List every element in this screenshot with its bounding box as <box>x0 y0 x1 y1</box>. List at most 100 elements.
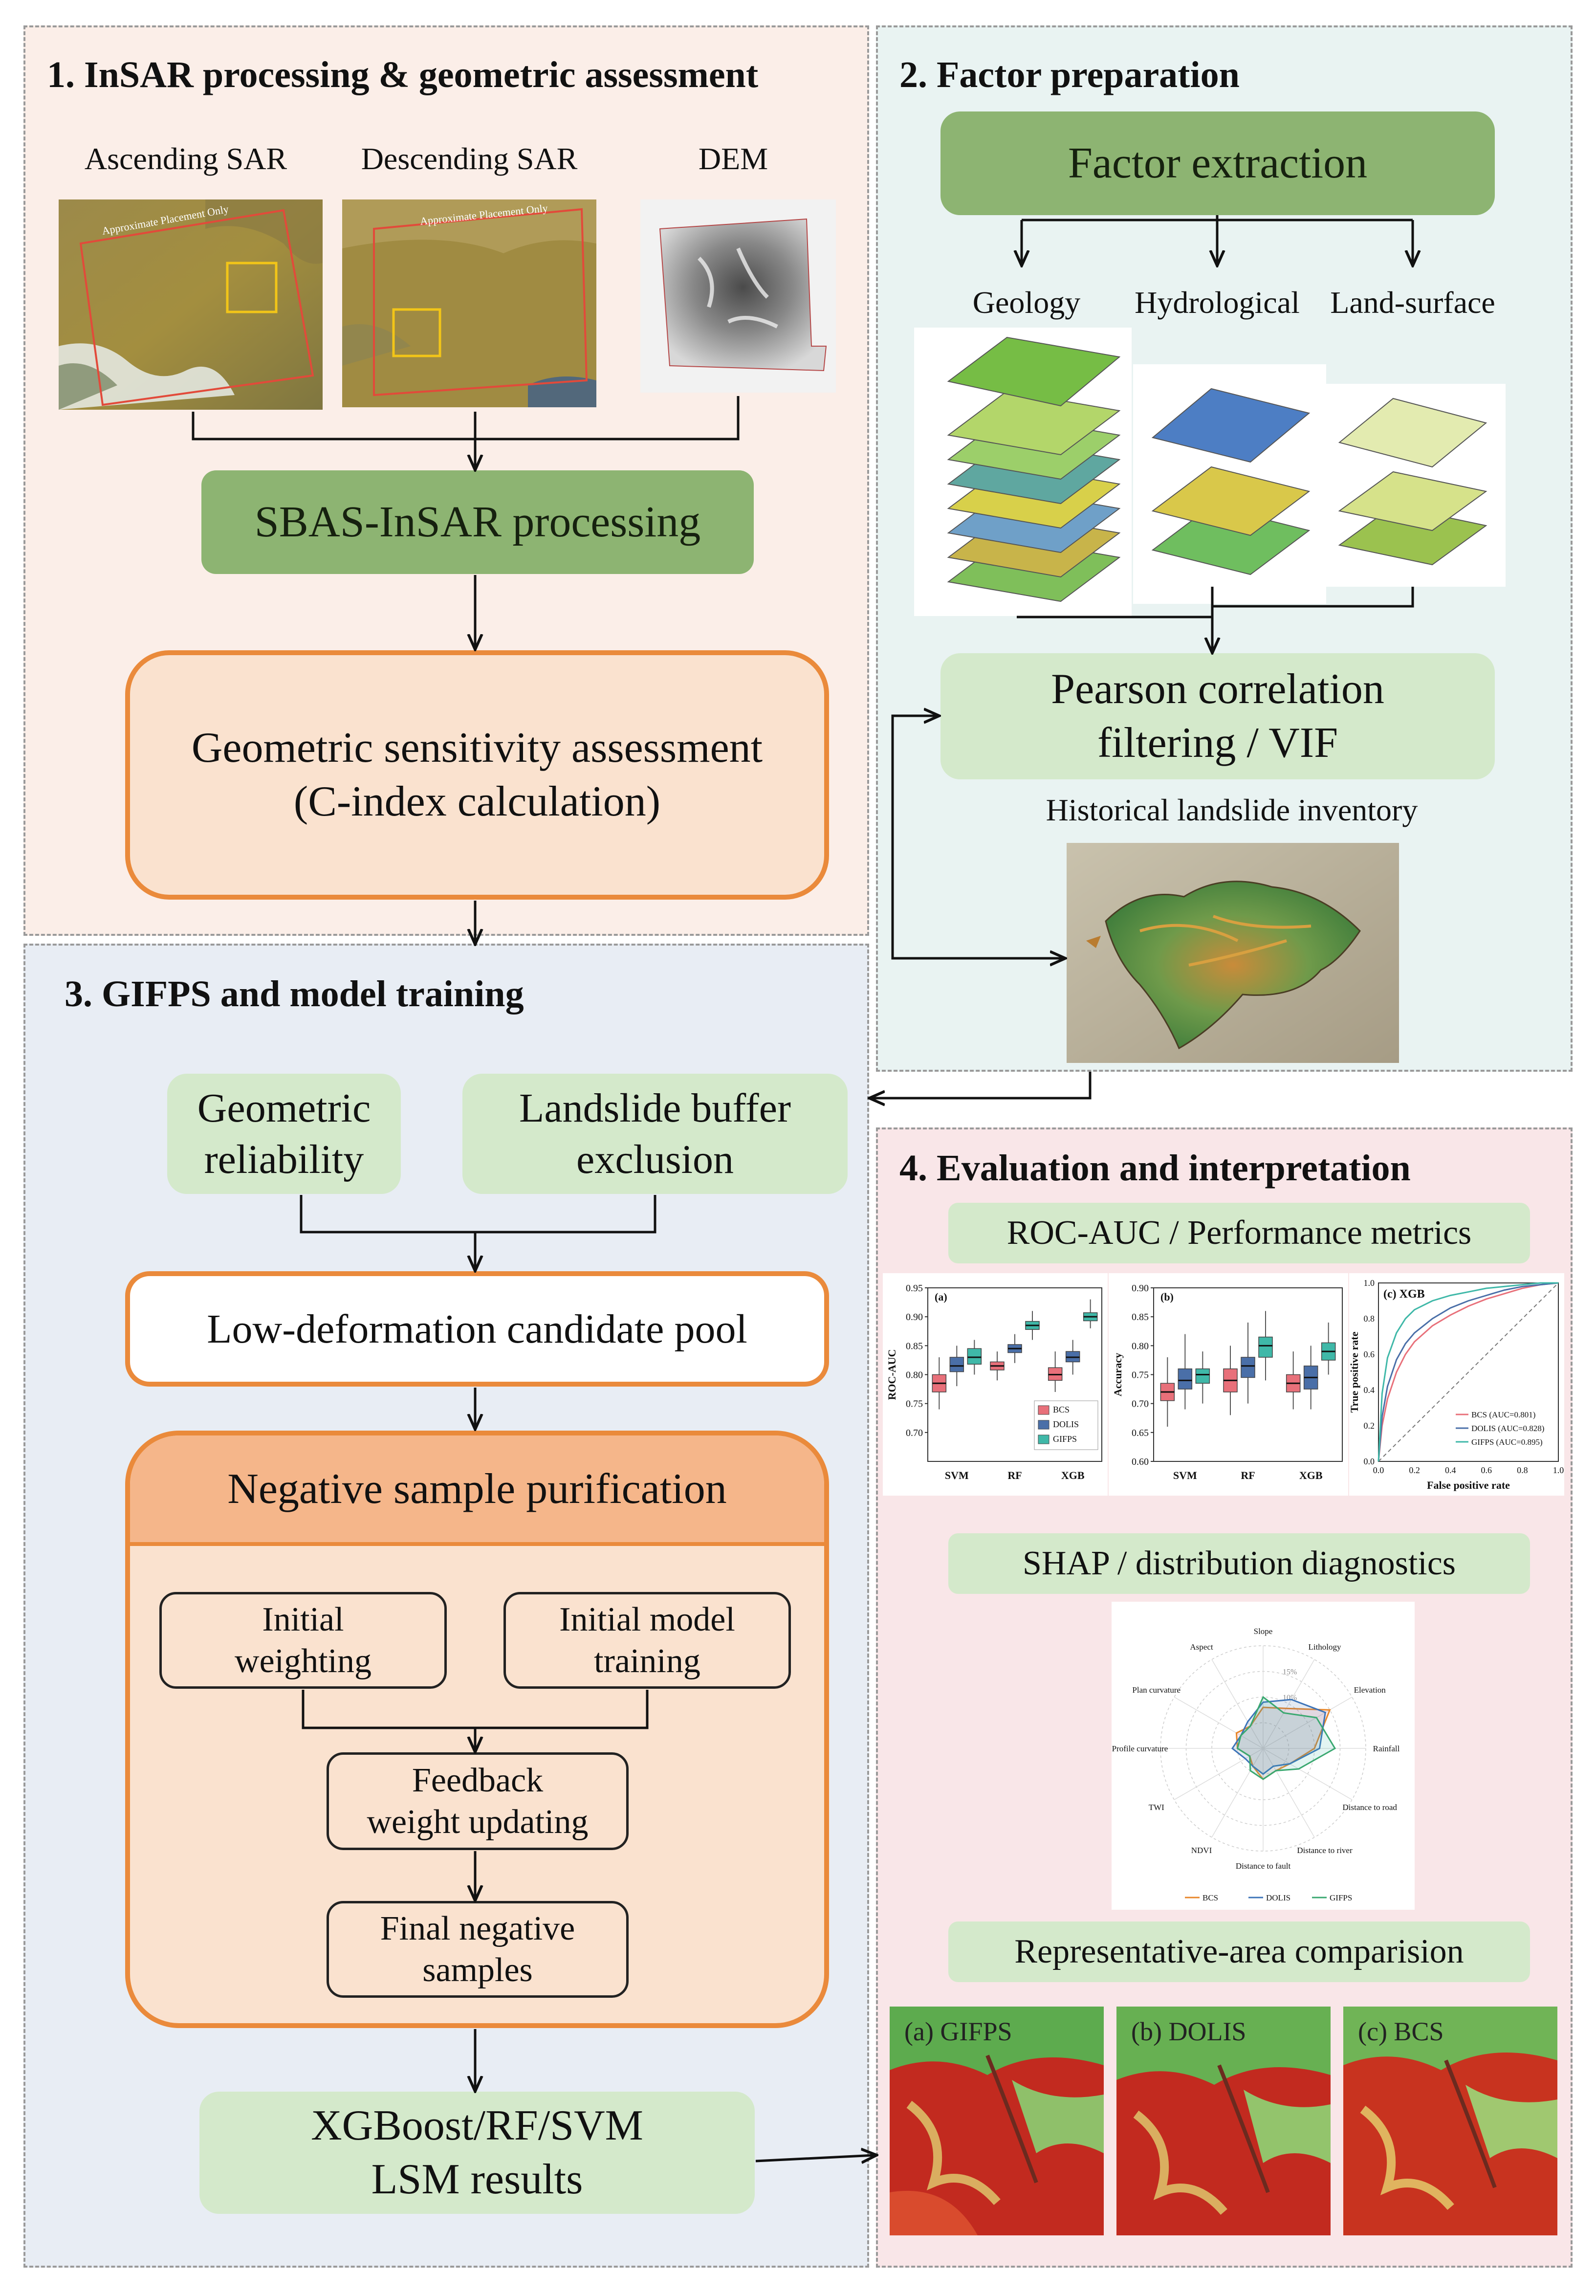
map-dolis-label: (b) DOLIS <box>1131 2017 1246 2046</box>
radar-spoke <box>1211 1748 1264 1838</box>
pearson-line2: filtering / VIF <box>1097 719 1338 767</box>
x-axis-label: False positive rate <box>1427 1479 1510 1491</box>
hydrological-label: Hydrological <box>1135 285 1300 320</box>
radar-axis-label: Distance to river <box>1297 1846 1353 1855</box>
box-dolis <box>949 1357 964 1372</box>
y-tick-label: 0.60 <box>1132 1457 1149 1467</box>
x-tick-label: XGB <box>1299 1469 1323 1481</box>
initial-weighting-line1: Initial <box>262 1600 344 1638</box>
roc-line-bcs <box>1377 1282 1559 1462</box>
map-bcs-label: (c) BCS <box>1358 2017 1444 2046</box>
map-dolis: (b) DOLIS <box>1116 2007 1331 2235</box>
candidate-pool-box: Low-deformation candidate pool <box>125 1271 829 1387</box>
legend-label: DOLIS <box>1053 1419 1079 1429</box>
geometric-sensitivity-line1: Geometric sensitivity assessment <box>191 724 763 772</box>
y-tick-label: 0.85 <box>1132 1312 1149 1323</box>
map-bcs: (c) BCS <box>1343 2007 1557 2235</box>
descending-sar-label: Descending SAR <box>361 141 578 176</box>
x-tick-label: 0.2 <box>1409 1465 1420 1475</box>
legend-label: GIFPS <box>1330 1893 1352 1902</box>
x-tick-label: 0.8 <box>1517 1465 1528 1475</box>
geometric-sensitivity-box: Geometric sensitivity assessment (C-inde… <box>125 650 829 900</box>
pearson-vif-box: Pearson correlation filtering / VIF <box>940 653 1495 779</box>
legend-label: BCS <box>1202 1893 1218 1902</box>
legend-swatch <box>1038 1420 1049 1430</box>
pearson-line1: Pearson correlation <box>1051 665 1384 713</box>
initial-weighting-line2: weighting <box>235 1642 372 1680</box>
y-axis-label: Accuracy <box>1112 1353 1124 1396</box>
legend-label: GIFPS (AUC=0.895) <box>1471 1437 1543 1447</box>
initial-model-box: Initial model training <box>503 1592 791 1689</box>
legend-label: DOLIS <box>1266 1893 1290 1902</box>
purification-header: Negative sample purification <box>130 1435 824 1546</box>
panel-label: (c) XGB <box>1383 1288 1425 1301</box>
y-tick-label: 0.90 <box>906 1312 923 1323</box>
landslide-inventory-label: Historical landslide inventory <box>1046 793 1418 827</box>
radar-spoke <box>1263 1659 1315 1749</box>
radar-series-gifps <box>1236 1696 1336 1780</box>
radar-spoke <box>1174 1697 1264 1749</box>
y-tick-label: 0.8 <box>1364 1314 1375 1324</box>
radar-axis-label: Lithology <box>1308 1642 1341 1652</box>
x-tick-label: SVM <box>1173 1469 1197 1481</box>
dem-image <box>640 199 836 393</box>
roc-line-gifps <box>1377 1282 1558 1462</box>
shap-title-box: SHAP / distribution diagnostics <box>948 1533 1530 1594</box>
factor-extraction-box: Factor extraction <box>940 111 1495 215</box>
feedback-line1: Feedback <box>412 1761 544 1799</box>
y-tick-label: 0.80 <box>906 1370 923 1381</box>
y-tick-label: 0.75 <box>1132 1370 1149 1381</box>
legend-swatch <box>1038 1435 1049 1444</box>
x-tick-label: 0.0 <box>1373 1465 1384 1475</box>
final-negative-box: Final negative samples <box>327 1901 629 1998</box>
lsm-line2: LSM results <box>371 2156 583 2203</box>
radar-axis-label: TWI <box>1149 1803 1164 1812</box>
roc-auc-title-box: ROC-AUC / Performance metrics <box>948 1203 1530 1263</box>
initial-model-line2: training <box>594 1642 700 1680</box>
x-tick-label: 1.0 <box>1553 1465 1564 1475</box>
y-tick-label: 0.0 <box>1364 1457 1375 1466</box>
legend-label: BCS <box>1053 1405 1070 1414</box>
panel-label: (b) <box>1160 1291 1174 1303</box>
x-tick-label: 0.6 <box>1481 1465 1492 1475</box>
geometric-reliability-line2: reliability <box>204 1137 364 1182</box>
y-axis-label: ROC-AUC <box>886 1349 898 1400</box>
y-axis-label: True positive rate <box>1349 1331 1360 1413</box>
land-surface-label: Land-surface <box>1330 285 1495 320</box>
y-tick-label: 0.70 <box>1132 1399 1149 1410</box>
panel-4-title: 4. Evaluation and interpretation <box>899 1148 1411 1189</box>
y-tick-label: 0.75 <box>906 1399 923 1410</box>
panel-label: (a) <box>935 1291 947 1303</box>
landslide-buffer-line2: exclusion <box>576 1137 734 1182</box>
y-tick-label: 0.80 <box>1132 1341 1149 1351</box>
feedback-box: Feedback weight updating <box>327 1752 629 1850</box>
representative-area-title-box: Representative-area comparision <box>948 1921 1530 1982</box>
land-surface-layers-image <box>1325 384 1506 587</box>
geology-layer-stack <box>947 336 1121 602</box>
y-tick-label: 0.4 <box>1364 1385 1375 1395</box>
radar-axis-label: Profile curvature <box>1112 1744 1168 1753</box>
geology-layers-image <box>914 328 1132 616</box>
radar-spoke <box>1263 1697 1353 1749</box>
panel-1-title: 1. InSAR processing & geometric assessme… <box>47 54 759 95</box>
purification-title: Negative sample purification <box>227 1465 727 1513</box>
y-tick-label: 0.65 <box>1132 1428 1149 1438</box>
y-tick-label: 0.85 <box>906 1341 923 1351</box>
radar-spoke <box>1263 1748 1353 1800</box>
radar-axis-label: Elevation <box>1354 1685 1386 1695</box>
legend-label: BCS (AUC=0.801) <box>1471 1410 1535 1419</box>
map-gifps: (a) GIFPS <box>890 2007 1104 2235</box>
radar-axis-label: NDVI <box>1191 1846 1212 1855</box>
y-tick-label: 0.6 <box>1364 1349 1375 1359</box>
box-gifps <box>967 1348 982 1365</box>
legend-label: DOLIS (AUC=0.828) <box>1471 1424 1544 1433</box>
box-gifps <box>1195 1368 1210 1384</box>
dem-label: DEM <box>698 141 768 176</box>
plot-frame <box>1378 1282 1559 1462</box>
radar-axis-label: Aspect <box>1190 1642 1213 1652</box>
radar-spoke <box>1263 1748 1315 1838</box>
radar-axis-label: Slope <box>1254 1627 1273 1636</box>
initial-weighting-box: Initial weighting <box>159 1592 447 1689</box>
